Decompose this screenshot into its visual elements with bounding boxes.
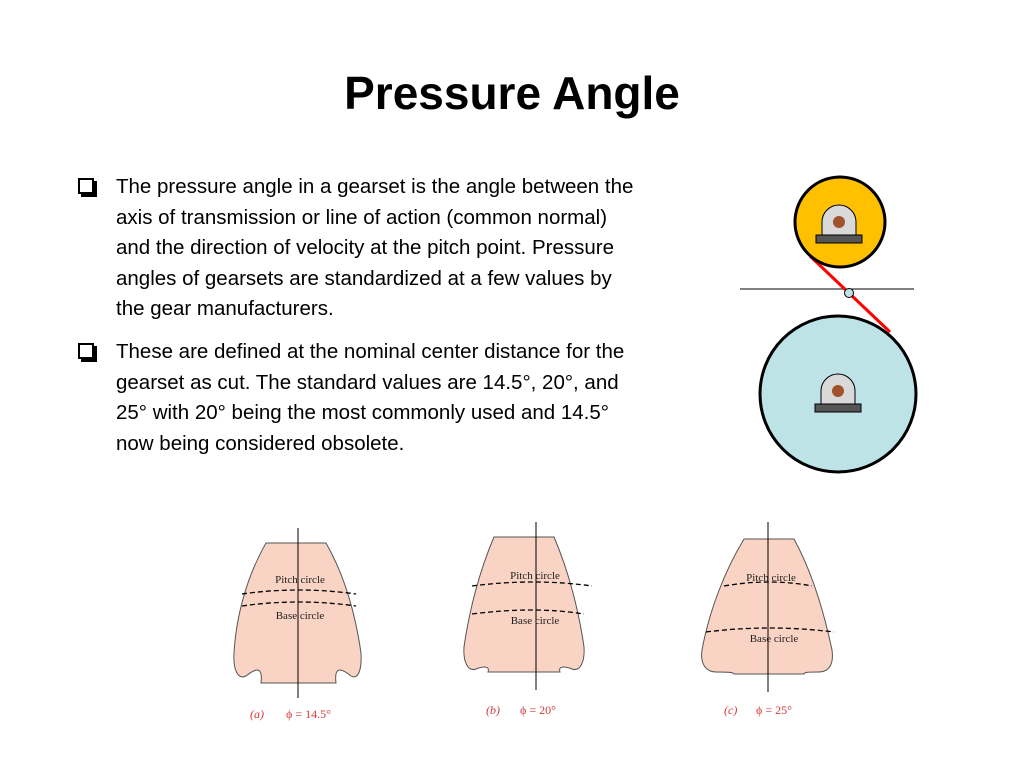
- base-circle-line: [705, 627, 835, 633]
- slide-title: Pressure Angle: [344, 67, 680, 119]
- base-circle-line: [241, 601, 357, 607]
- bullet-item: The pressure angle in a gearset is the a…: [78, 172, 638, 325]
- bearing-icon: [815, 204, 863, 244]
- gear-mesh-diagram: [740, 175, 918, 474]
- tooth-figure-b: Pitch circle Base circle (b) ϕ = 20°: [463, 522, 593, 717]
- bullet-text: These are defined at the nominal center …: [116, 339, 625, 455]
- caption-value: ϕ = 14.5°: [286, 707, 331, 721]
- bullet-item: These are defined at the nominal center …: [78, 337, 638, 459]
- caption-letter: (b): [486, 703, 500, 717]
- bearing-icon: [814, 373, 862, 413]
- base-circle-line: [471, 609, 585, 615]
- tooth-figure-a: Pitch circle Base circle (a) ϕ = 14.5°: [233, 528, 362, 721]
- caption-value: ϕ = 20°: [520, 703, 556, 717]
- bullet-text: The pressure angle in a gearset is the a…: [116, 175, 634, 321]
- pitch-point: [844, 288, 854, 298]
- checkbox-bullet-icon: [78, 342, 94, 359]
- base-circle-label: Base circle: [511, 615, 560, 627]
- caption-value: ϕ = 25°: [756, 703, 792, 717]
- bullet-list: The pressure angle in a gearset is the a…: [78, 172, 638, 471]
- gear-tooth: [463, 536, 585, 673]
- gear-tooth: [701, 538, 833, 675]
- base-circle-label: Base circle: [276, 610, 325, 622]
- caption-letter: (c): [724, 703, 737, 717]
- caption-letter: (a): [250, 707, 264, 721]
- pitch-circle-line: [471, 581, 593, 587]
- pitch-circle-line: [723, 581, 813, 587]
- checkbox-bullet-icon: [78, 178, 94, 194]
- pitch-circle-label: Pitch circle: [746, 572, 796, 584]
- pitch-circle-label: Pitch circle: [275, 574, 325, 586]
- pitch-circle-line: [241, 589, 357, 595]
- pitch-circle-label: Pitch circle: [510, 570, 560, 582]
- base-circle-label: Base circle: [750, 633, 799, 645]
- tooth-figure-c: Pitch circle Base circle (c) ϕ = 25°: [701, 522, 835, 717]
